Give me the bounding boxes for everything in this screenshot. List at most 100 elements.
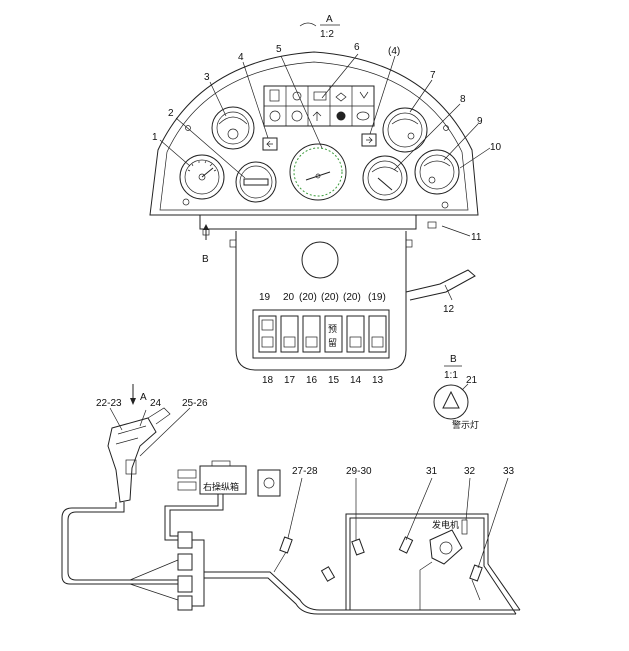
leader-line bbox=[287, 477, 303, 539]
arrow-a-letter: A bbox=[140, 392, 147, 403]
lamp-icon bbox=[269, 89, 280, 102]
callout-11: 11 bbox=[471, 232, 482, 243]
callout-20p-2: (20) bbox=[321, 292, 339, 303]
control-stalk bbox=[405, 269, 476, 301]
leader-line bbox=[405, 477, 433, 541]
callout-7: 7 bbox=[430, 70, 436, 81]
wiring-harness bbox=[471, 579, 481, 601]
switch-15-reserved: 预 留 bbox=[324, 315, 343, 353]
callout-14: 14 bbox=[350, 375, 362, 386]
callout-1: 1 bbox=[152, 132, 158, 143]
hazard-triangle-icon bbox=[442, 390, 460, 409]
leader-line bbox=[209, 81, 227, 117]
generator-label: 发电机 bbox=[432, 519, 459, 531]
view-a-letter: A bbox=[326, 14, 333, 25]
dashboard-inner-rim bbox=[159, 61, 469, 211]
view-b-scale: 1:1 bbox=[444, 370, 458, 381]
wiring-harness bbox=[345, 513, 521, 611]
arrow-b-letter: B bbox=[202, 254, 209, 265]
leader-line bbox=[441, 225, 471, 237]
lamp-icon bbox=[359, 91, 369, 99]
callout-21: 21 bbox=[466, 375, 478, 386]
headlight-icon bbox=[312, 111, 322, 121]
callout-5: 5 bbox=[276, 44, 282, 55]
bracket-right bbox=[427, 221, 437, 229]
switch-13 bbox=[368, 315, 387, 353]
callout-13: 13 bbox=[372, 375, 384, 386]
callout-20p-3: (20) bbox=[343, 292, 361, 303]
callout-27-28: 27-28 bbox=[292, 466, 318, 477]
reserved-char-2: 留 bbox=[328, 337, 337, 349]
dashboard-shell bbox=[149, 51, 479, 216]
callout-3: 3 bbox=[204, 72, 210, 83]
gauge-9 bbox=[414, 149, 460, 195]
leader-line bbox=[280, 55, 323, 149]
wiring-harness bbox=[204, 571, 520, 611]
callout-22-23: 22-23 bbox=[96, 398, 122, 409]
bracket bbox=[229, 239, 237, 248]
wiring-harness bbox=[204, 577, 516, 615]
wiring-harness bbox=[129, 559, 179, 601]
callout-12: 12 bbox=[443, 304, 455, 315]
callout-29-30: 29-30 bbox=[346, 466, 372, 477]
callout-31: 31 bbox=[426, 466, 438, 477]
callout-10: 10 bbox=[490, 142, 502, 153]
view-a-arc bbox=[299, 22, 317, 27]
dashboard-base bbox=[199, 214, 417, 230]
callout-4p: (4) bbox=[388, 46, 400, 57]
switch-17 bbox=[280, 315, 299, 353]
generator bbox=[429, 519, 468, 565]
leader-line bbox=[461, 383, 469, 391]
console-knob bbox=[301, 241, 339, 279]
wiring-harness bbox=[164, 494, 219, 541]
mount-hole bbox=[441, 201, 449, 209]
callout-6: 6 bbox=[354, 42, 360, 53]
leader-line bbox=[443, 123, 479, 161]
sensor-29-30 bbox=[351, 538, 365, 556]
callout-18: 18 bbox=[262, 375, 274, 386]
leader-line bbox=[459, 147, 491, 169]
leader-line bbox=[409, 79, 433, 113]
arrow-head bbox=[130, 398, 136, 405]
callout-9: 9 bbox=[477, 116, 483, 127]
indicator-lamp-panel bbox=[263, 85, 375, 127]
brake-icon bbox=[291, 110, 303, 122]
mount-hole bbox=[443, 125, 449, 131]
callout-20: 20 bbox=[283, 292, 295, 303]
callout-19p: (19) bbox=[368, 292, 386, 303]
callout-2: 2 bbox=[168, 108, 174, 119]
lamp-icon bbox=[356, 111, 370, 121]
leader-line bbox=[139, 407, 191, 457]
battery-icon bbox=[313, 91, 327, 101]
parking-brake-icon bbox=[269, 110, 281, 122]
warning-light-caption: 警示灯 bbox=[452, 419, 479, 431]
callout-20p-1: (20) bbox=[299, 292, 317, 303]
switch-18 bbox=[258, 315, 277, 353]
wiring-harness bbox=[419, 561, 433, 610]
lamp-icon bbox=[335, 92, 347, 102]
connector-blocks bbox=[177, 531, 193, 611]
callout-24: 24 bbox=[150, 398, 162, 409]
right-console-label: 右操纵箱 bbox=[203, 481, 239, 493]
leader-line bbox=[444, 284, 453, 301]
reserved-char-1: 预 bbox=[328, 324, 337, 335]
view-b-letter: B bbox=[450, 354, 457, 365]
callout-19: 19 bbox=[259, 292, 271, 303]
mount-hole bbox=[182, 198, 190, 206]
wiring-harness bbox=[61, 502, 178, 585]
wiring-harness bbox=[192, 539, 205, 607]
arrow-head bbox=[203, 224, 209, 230]
leader-line bbox=[109, 407, 123, 431]
sensor-mid bbox=[320, 566, 336, 582]
gauge-8 bbox=[362, 155, 408, 201]
leader-line bbox=[369, 55, 396, 135]
callout-16: 16 bbox=[306, 375, 318, 386]
sensor-31 bbox=[398, 536, 414, 554]
turn-indicator-right bbox=[361, 133, 377, 147]
warning-light bbox=[433, 384, 469, 420]
leader-line bbox=[477, 477, 509, 569]
callout-15: 15 bbox=[328, 375, 340, 386]
sensor-27-28 bbox=[273, 536, 293, 573]
callout-8: 8 bbox=[460, 94, 466, 105]
